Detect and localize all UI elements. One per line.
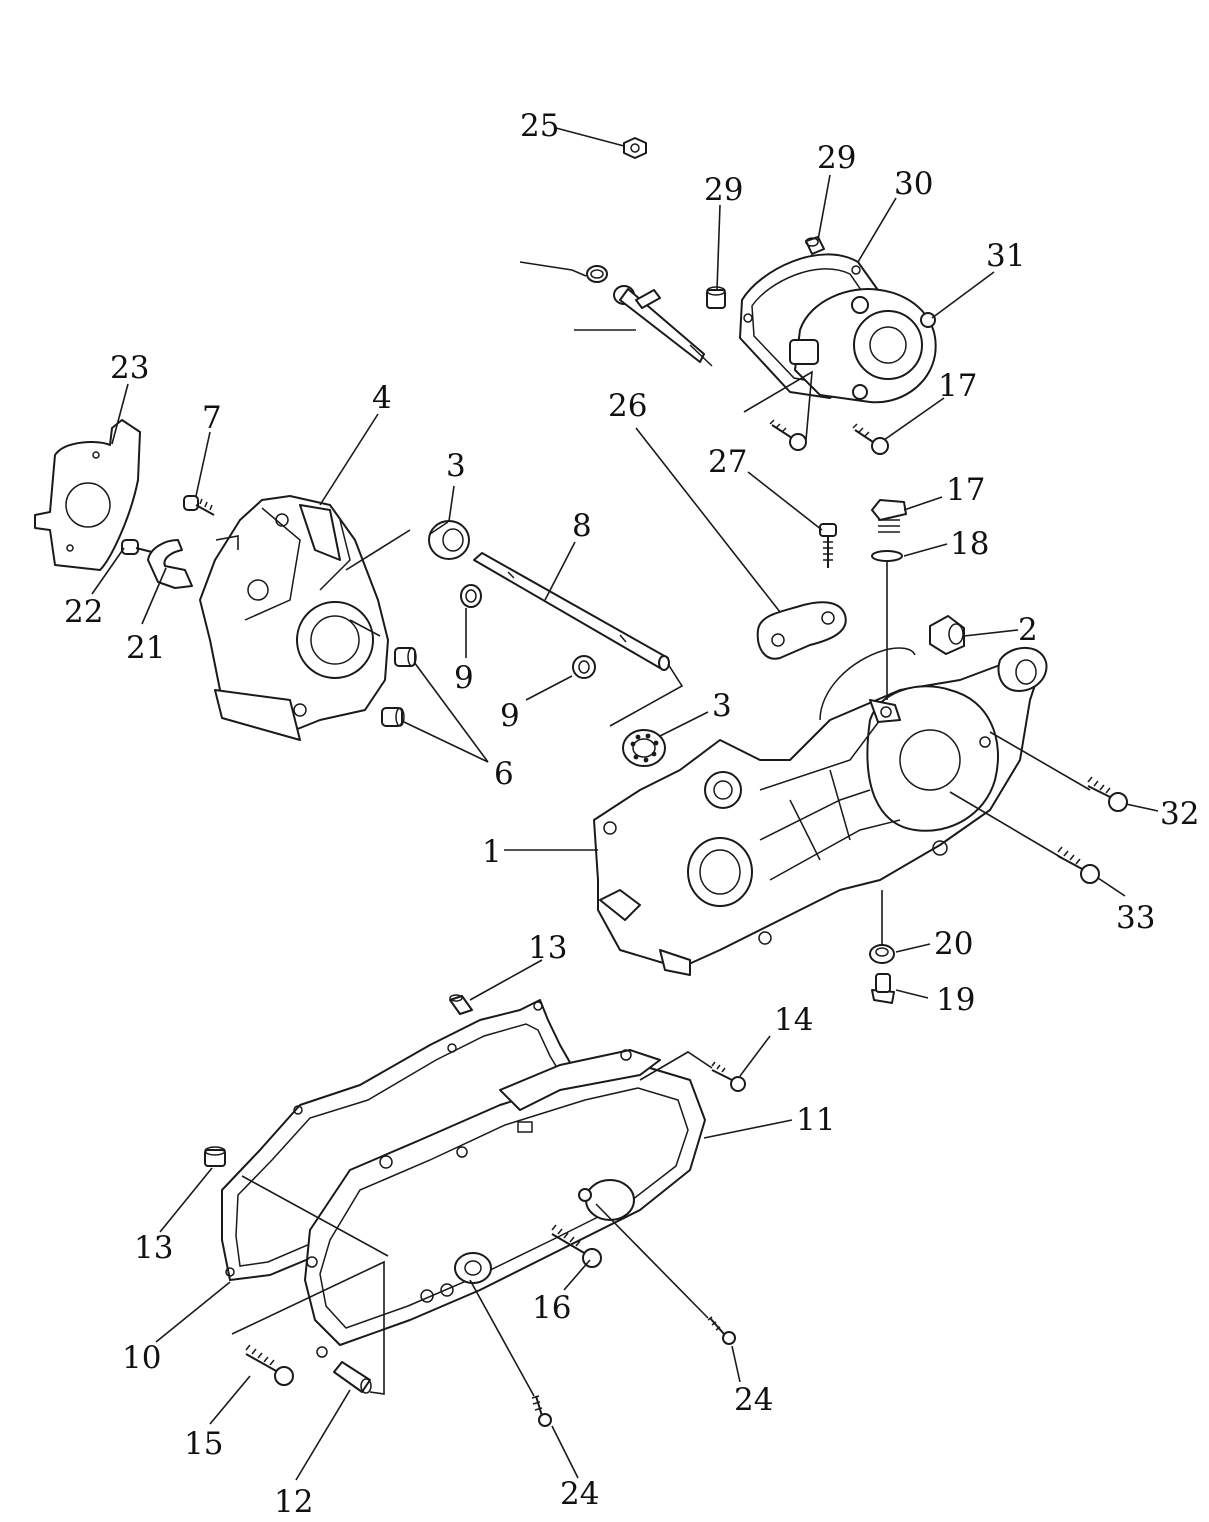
callout-1: 1 (482, 834, 502, 870)
part-17-drain-plug (871, 499, 907, 533)
part-24-screw-bottom (531, 1395, 552, 1427)
callout-24b: 24 (560, 1476, 599, 1512)
callout-15: 15 (184, 1426, 223, 1462)
part-27-bolt (819, 523, 837, 568)
part-6-dowel-lower (381, 707, 405, 727)
part-6-dowel-upper (394, 647, 417, 667)
part-18-o-ring (871, 550, 903, 562)
callout-17a: 17 (938, 368, 977, 404)
part-19-drain-bolt (871, 973, 895, 1004)
part-22-screw (121, 539, 153, 555)
callout-3a: 3 (446, 448, 466, 484)
part-17-bolt-cover-left (769, 419, 807, 451)
part-29-dowel-pin-lower (706, 286, 726, 309)
part-4-crankcase-left (199, 495, 389, 741)
callout-14: 14 (774, 1002, 813, 1038)
part-2-bushing (929, 615, 965, 655)
part-17-bolt-cover-right (852, 423, 889, 455)
part-26-arm (756, 601, 847, 660)
part-31-pump-cover (789, 288, 937, 404)
part-20-washer (869, 944, 895, 964)
callout-7: 7 (202, 400, 222, 436)
part-11-transmission-cover (304, 1049, 706, 1358)
callout-6: 6 (494, 756, 514, 792)
callout-22: 22 (64, 594, 103, 630)
part-pump-shaft (613, 285, 713, 367)
callout-29a: 29 (817, 140, 856, 176)
callout-26: 26 (608, 388, 647, 424)
callout-labels: 25 29 29 30 31 17 26 27 17 18 23 7 4 3 8… (64, 108, 1199, 1520)
callout-25: 25 (520, 108, 559, 144)
part-33-bolt (1057, 846, 1100, 884)
callout-9a: 9 (454, 660, 474, 696)
callout-13b: 13 (134, 1230, 173, 1266)
callout-13a: 13 (528, 930, 567, 966)
part-21-clamp (147, 539, 193, 589)
part-9-washer-lower (572, 655, 596, 679)
part-13-dowel-upper (449, 994, 473, 1015)
callout-19: 19 (936, 982, 975, 1018)
part-9-washer-upper (460, 584, 482, 608)
callout-30: 30 (894, 166, 933, 202)
callout-21: 21 (126, 630, 165, 666)
part-32-bolt (1087, 776, 1128, 812)
callout-12: 12 (274, 1484, 313, 1520)
part-25-nut (623, 137, 647, 159)
leader-lines (91, 127, 1159, 1481)
callout-10: 10 (122, 1340, 161, 1376)
part-15-bolt (245, 1344, 294, 1386)
callout-29b: 29 (704, 172, 743, 208)
part-1-crankcase-right (593, 646, 1048, 976)
part-3-bearing-lower (622, 729, 666, 767)
part-29-dowel-pin-upper (805, 236, 825, 255)
callout-3b: 3 (712, 688, 732, 724)
part-24-screw-right (707, 1316, 736, 1345)
callout-32: 32 (1160, 796, 1199, 832)
callout-27: 27 (708, 444, 747, 480)
callout-2: 2 (1018, 612, 1038, 648)
part-13-dowel-left (204, 1146, 226, 1167)
part-14-bolt (711, 1061, 746, 1092)
part-8-shaft (473, 552, 670, 671)
callout-33: 33 (1116, 900, 1155, 936)
callout-8: 8 (572, 508, 592, 544)
part-oil-seal-ring (586, 265, 608, 283)
callout-23: 23 (110, 350, 149, 386)
callout-18: 18 (950, 526, 989, 562)
part-7-bolt (183, 495, 215, 516)
callout-20: 20 (934, 926, 973, 962)
callout-11: 11 (796, 1102, 835, 1138)
part-23-plate (34, 419, 141, 571)
callout-16: 16 (532, 1290, 571, 1326)
callout-4: 4 (372, 380, 392, 416)
callout-17b: 17 (946, 472, 985, 508)
part-12-dowel (333, 1361, 372, 1394)
callout-9b: 9 (500, 698, 520, 734)
part-3-bearing-upper (428, 520, 470, 560)
callout-24a: 24 (734, 1382, 773, 1418)
callout-31: 31 (986, 238, 1025, 274)
